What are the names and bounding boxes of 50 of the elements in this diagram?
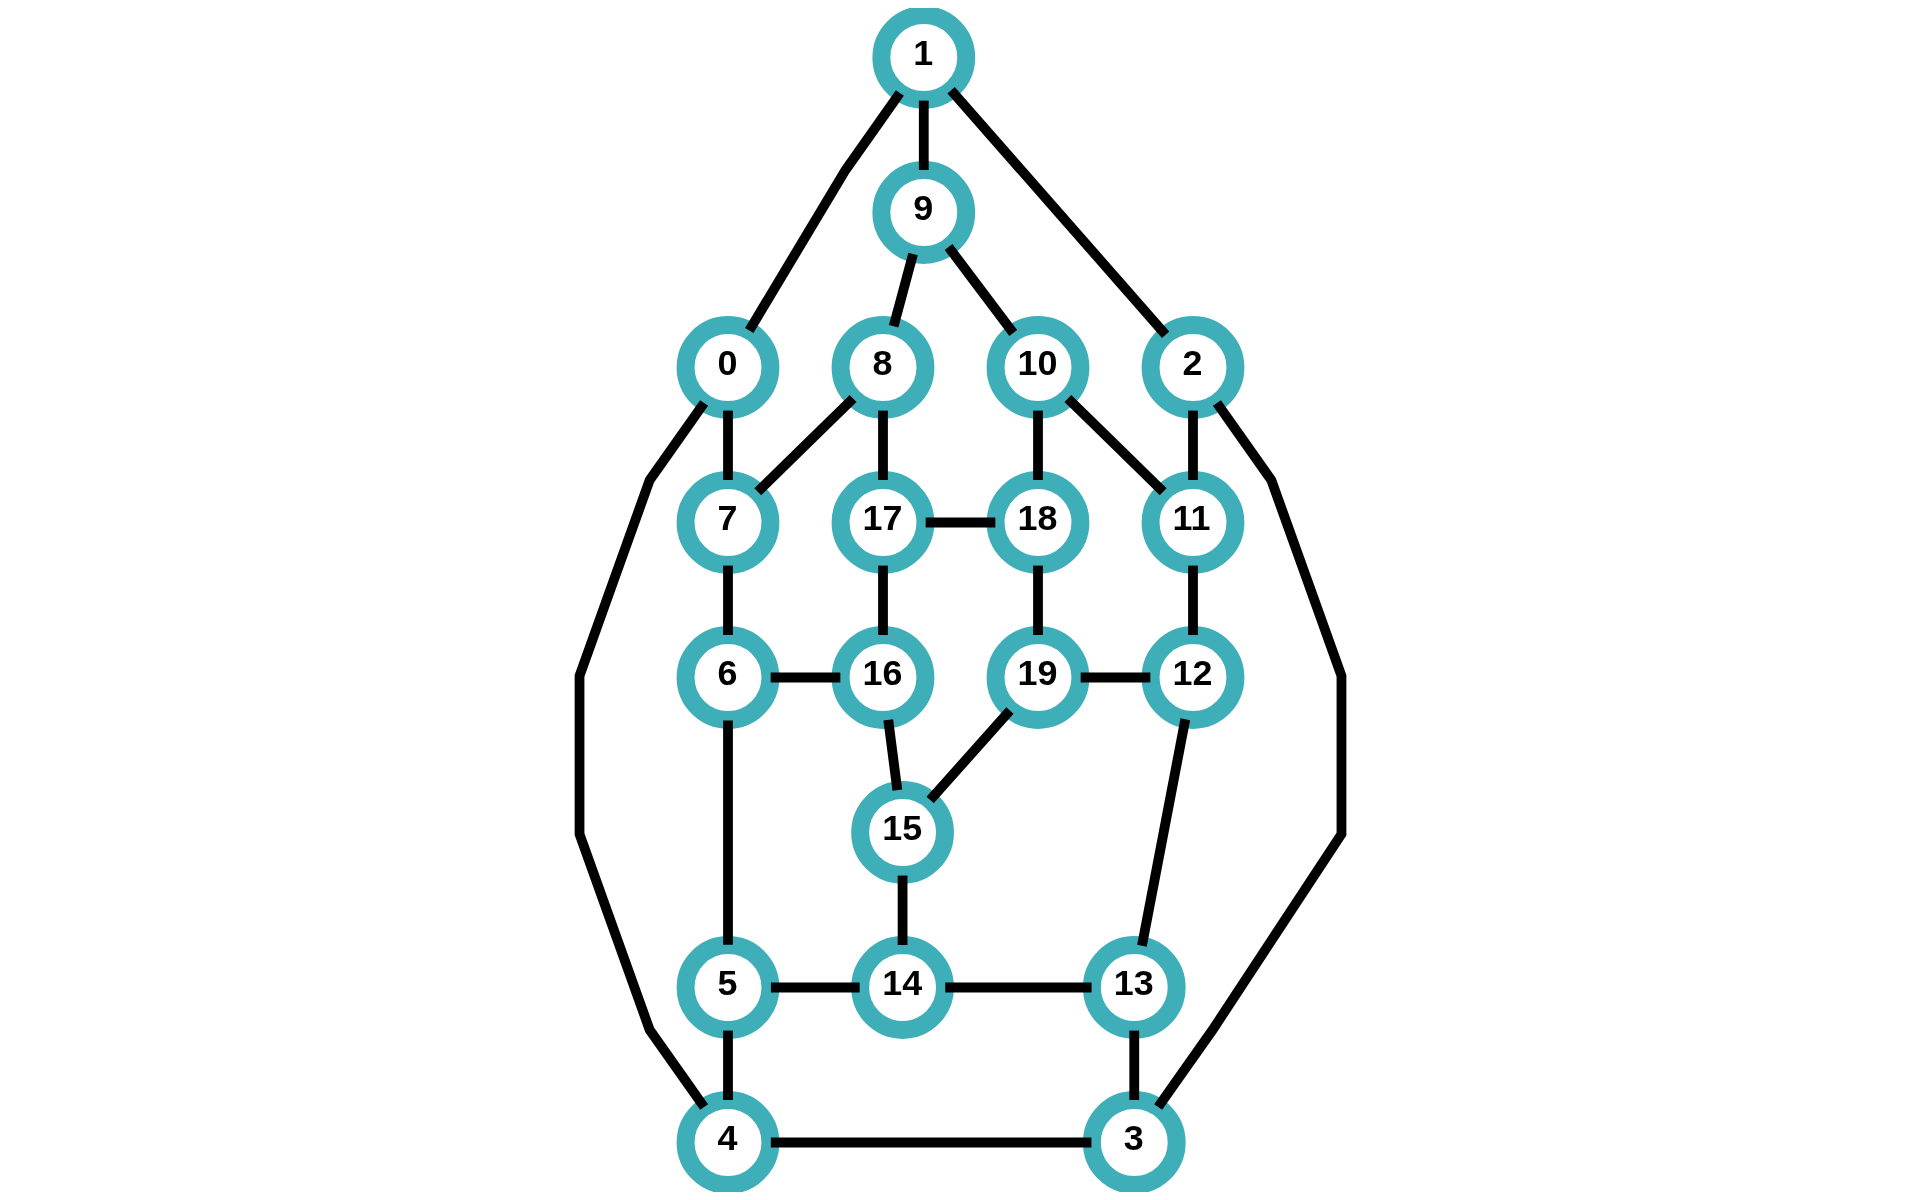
- connector: [744, 90, 904, 333]
- node-circle: 3: [1082, 1091, 1186, 1192]
- node-circle: 17: [831, 471, 934, 574]
- connector: [722, 1030, 733, 1100]
- node-circle: 18: [986, 471, 1089, 574]
- connector: [753, 394, 857, 496]
- connector: [1080, 672, 1150, 683]
- node-circle: 1: [871, 8, 975, 109]
- node-circle: 0: [676, 316, 779, 419]
- node-circle: 5: [676, 936, 779, 1039]
- node-circle: 9: [871, 161, 975, 264]
- node-circle: 7: [676, 471, 779, 574]
- node-circle: 14: [850, 936, 954, 1039]
- connector: [1063, 394, 1167, 496]
- node-circle: 8: [831, 316, 934, 419]
- node-circle: 12: [1141, 626, 1244, 729]
- connector: [722, 565, 733, 635]
- connector: [1032, 565, 1043, 635]
- node-circle: 11: [1141, 471, 1244, 574]
- connector: [877, 410, 888, 480]
- connector: [722, 720, 733, 945]
- node-circle: 2: [1141, 316, 1244, 419]
- connector: [897, 875, 907, 945]
- node-circle: 16: [831, 626, 934, 729]
- connector: [1187, 410, 1198, 480]
- connector: [1153, 400, 1346, 1110]
- node-circle: 10: [986, 316, 1089, 419]
- connector: [1187, 565, 1198, 635]
- connector: [1128, 1030, 1139, 1100]
- connector: [888, 252, 918, 328]
- connector: [882, 719, 902, 791]
- connector: [944, 244, 1017, 336]
- connector: [770, 672, 840, 683]
- node-circle: 19: [986, 626, 1089, 729]
- connector: [944, 982, 1092, 993]
- connector: [770, 982, 860, 993]
- node-circle: 15: [850, 781, 954, 884]
- connector: [918, 100, 929, 170]
- connector: [574, 400, 708, 1110]
- connector: [1032, 410, 1043, 480]
- node-circle: 4: [676, 1091, 779, 1192]
- connector: [877, 565, 888, 635]
- connector: [722, 410, 733, 480]
- connector: [770, 1137, 1091, 1148]
- connector: [925, 517, 995, 528]
- connector: [946, 87, 1169, 338]
- node-circle: 6: [676, 626, 779, 729]
- node-circle: 13: [1082, 936, 1186, 1039]
- connector: [1136, 718, 1190, 947]
- connector: [926, 707, 1014, 804]
